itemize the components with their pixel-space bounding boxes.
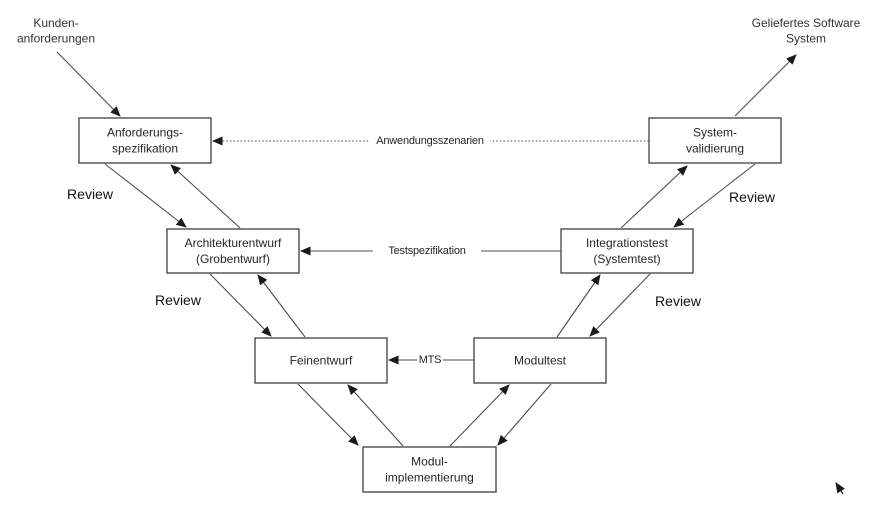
node-architekturentwurf: Architekturentwurf (Grobentwurf) [166, 228, 300, 274]
review-left-1-label: Review [67, 186, 114, 202]
review-right-1-label: Review [729, 189, 776, 205]
edge-feinentwurf-to-architektur-review [257, 274, 306, 338]
edge-label-bg-mts [417, 354, 443, 366]
node-label-systemvalidierung-line2: validierung [686, 142, 744, 156]
edge-modulimplementierung-to-feinentwurf-review [347, 384, 404, 447]
edge-label-bg-anwendungsszenarien [369, 135, 491, 147]
node-box-feinentwurf [254, 337, 388, 384]
edge-anforderung-to-architektur [104, 163, 187, 228]
node-label-modulimplementierung-line1: Modul- [411, 455, 448, 469]
node-modultest: Modultest [473, 337, 607, 384]
node-box-architekturentwurf [166, 228, 300, 274]
review-right-2-label: Review [655, 293, 702, 309]
edge-integrationstest-to-modultest-review [589, 273, 651, 337]
node-anforderungsspezifikation: Anforderungs-spezifikation [78, 117, 212, 164]
node-box-anforderungsspezifikation [78, 117, 212, 164]
node-label-systemvalidierung-line1: System- [693, 126, 737, 140]
edge-kunden-to-anforderungsspezifikation [56, 51, 121, 117]
edge-architektur-to-anforderung-review [170, 164, 241, 229]
node-label-modulimplementierung-line2: implementierung [385, 471, 474, 485]
node-box-modultest [473, 337, 607, 384]
node-label-feinentwurf-line1: Feinentwurf [290, 354, 353, 368]
kundenanforderungen-text-line1: Kunden- [33, 16, 78, 30]
node-box-integrationstest [560, 228, 694, 274]
edge-label-mts: MTS [419, 354, 442, 366]
edge-systemvalidierung-to-geliefertes-system [734, 54, 797, 117]
review-right-2-text-line1: Review [655, 293, 702, 309]
node-box-modulimplementierung [362, 446, 497, 493]
node-integrationstest: Integrationstest (Systemtest) [560, 228, 694, 274]
review-left-2-label: Review [155, 292, 202, 308]
kundenanforderungen-label: Kunden-anforderungen [17, 16, 95, 46]
edge-label-anwendungsszenarien: Anwendungsszenarien [376, 135, 484, 147]
review-left-2-text-line1: Review [155, 292, 202, 308]
edge-label-bg-testspezifikation [372, 245, 482, 257]
geliefertes-software-system-text-line2: System [786, 32, 826, 46]
review-right-1-text-line1: Review [729, 189, 776, 205]
node-label-modultest-line1: Modultest [514, 354, 567, 368]
node-modulimplementierung: Modul-implementierung [362, 446, 497, 493]
node-label-anforderungsspezifikation-line1: Anforderungs- [107, 126, 183, 140]
edge-systemvalidierung-to-integrationstest-review [673, 163, 756, 228]
geliefertes-software-system-text-line1: Geliefertes Software [752, 16, 861, 30]
edge-modulimplementierung-to-modultest [449, 384, 510, 447]
kundenanforderungen-text-line2: anforderungen [17, 32, 95, 46]
edge-architektur-to-feinentwurf [209, 273, 272, 337]
edge-modultest-to-integrationstest [556, 274, 601, 338]
mouse-cursor-icon [835, 482, 845, 495]
node-box-systemvalidierung [648, 117, 782, 164]
node-label-integrationstest-line2: (Systemtest) [593, 252, 660, 266]
edge-integrationstest-to-systemvalidierung [620, 165, 688, 229]
edge-modultest-to-modulimplementierung-review [497, 383, 552, 446]
edge-feinentwurf-to-modulimplementierung [297, 383, 359, 446]
node-label-anforderungsspezifikation-line2: spezifikation [112, 142, 178, 156]
node-label-integrationstest-line1: Integrationstest [586, 236, 669, 250]
node-systemvalidierung: System-validierung [648, 117, 782, 164]
review-left-1-text-line1: Review [67, 186, 114, 202]
edge-label-testspezifikation: Testspezifikation [388, 245, 465, 257]
node-feinentwurf: Feinentwurf [254, 337, 388, 384]
node-label-architekturentwurf-line1: Architekturentwurf [185, 236, 282, 250]
node-label-architekturentwurf-line2: (Grobentwurf) [196, 252, 270, 266]
